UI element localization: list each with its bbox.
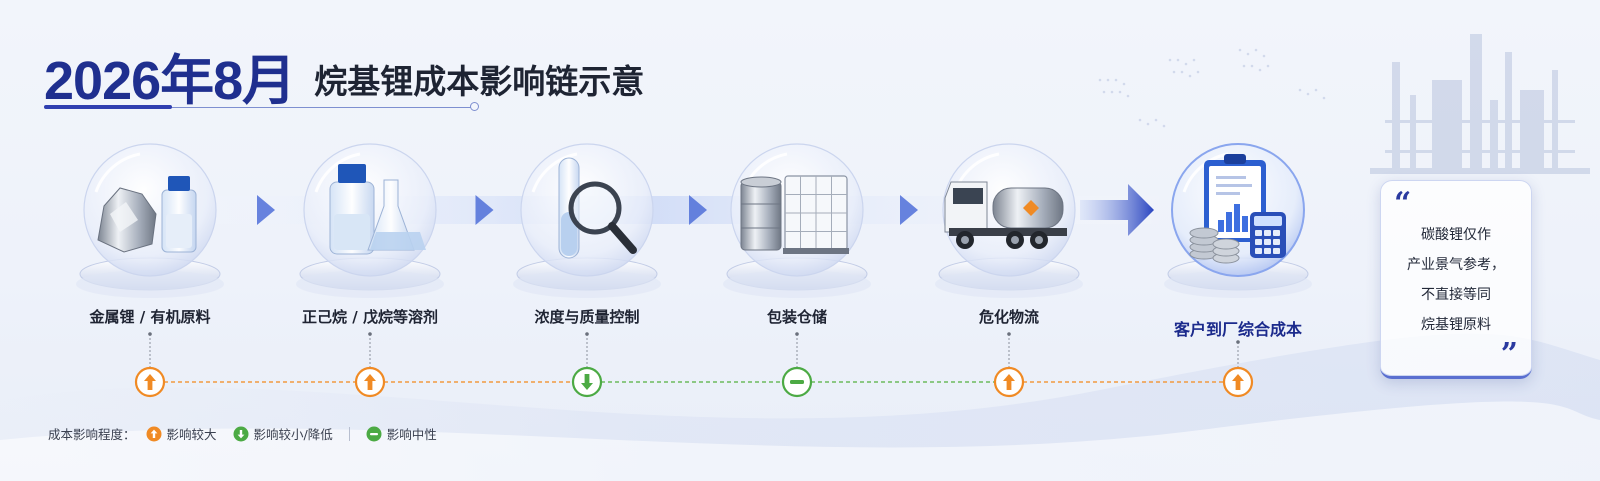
solvent-bottle-and-flask-icon <box>329 164 426 255</box>
pedestal-shadow <box>296 270 444 298</box>
impact-up-icon <box>1222 366 1254 398</box>
flow-arrow-final-icon <box>1080 184 1154 236</box>
refinery-silhouette-icon <box>1370 34 1590 174</box>
pedestal-shadow <box>76 270 224 298</box>
legend-divider <box>348 426 350 441</box>
flow-arrow-icon <box>689 195 707 225</box>
pedestal-shadow <box>513 270 661 298</box>
orb-highlight <box>94 152 141 193</box>
title-year-month: 2026年8月 <box>44 51 296 111</box>
page-title: 2026年8月 烷基锂成本影响链示意 <box>44 36 644 115</box>
stage-label-solvent: 正己烷 / 戊烷等溶剂 <box>302 308 438 326</box>
connector-dot <box>1236 340 1240 344</box>
pedestal-shadow <box>1164 270 1312 298</box>
legend-title: 成本影响程度： <box>48 427 136 442</box>
hazmat-tanker-truck-icon <box>944 181 1067 249</box>
connector-dot <box>585 332 589 336</box>
impact-neutral-icon <box>781 366 813 398</box>
note-line: 产业景气参考， <box>1407 257 1505 273</box>
world-map-dots <box>1098 48 1326 128</box>
quote-close-icon: ” <box>1500 337 1518 372</box>
stage-label-logistics: 危化物流 <box>978 308 1040 326</box>
legend-label-down: 影响较小/降低 <box>253 427 333 442</box>
legend: 成本影响程度： 影响较大 影响较小/降低 影响中性 <box>48 424 453 443</box>
note-line: 烷基锂原料 <box>1421 317 1491 333</box>
legend-item-neutral: 影响中性 <box>366 424 437 443</box>
note-line: 不直接等同 <box>1421 287 1491 303</box>
note-card: “ 碳酸锂仅作 产业景气参考， 不直接等同 烷基锂原料 ” <box>1380 180 1532 379</box>
impact-up-icon <box>134 366 166 398</box>
lithium-metal-and-reagent-bottle-icon <box>97 176 197 253</box>
title-main: 烷基锂成本影响链示意 <box>314 62 645 101</box>
stage-label-lithium-raw: 金属锂 / 有机原料 <box>89 308 211 326</box>
orb-highlight <box>314 152 361 193</box>
orb-highlight <box>1182 152 1229 193</box>
flow-arrow-icon <box>900 195 918 225</box>
minus-circle-icon <box>366 426 382 441</box>
drums-and-ibc-tote-icon <box>740 175 849 254</box>
title-underline <box>44 102 479 111</box>
stage-label-quality: 浓度与质量控制 <box>534 308 640 326</box>
pedestal-shadow <box>935 270 1083 298</box>
flow-arrow-icon <box>475 195 494 225</box>
legend-item-up: 影响较大 <box>146 424 217 443</box>
orb-highlight <box>531 152 578 193</box>
legend-label-up: 影响较大 <box>166 427 217 442</box>
connector-dot <box>795 332 799 336</box>
impact-up-icon <box>354 366 386 398</box>
arrow-up-circle-icon <box>146 426 162 441</box>
legend-item-down: 影响较小/降低 <box>233 424 333 443</box>
connector-dot <box>368 332 372 336</box>
impact-up-icon <box>993 366 1025 398</box>
legend-label-neutral: 影响中性 <box>386 427 437 442</box>
clipboard-chart-coins-calculator-icon <box>1189 154 1286 264</box>
test-tube-magnifier-icon <box>558 157 637 259</box>
pedestal-shadow <box>723 270 871 298</box>
connector-dot <box>148 332 152 336</box>
quote-open-icon: “ <box>1394 186 1412 221</box>
flow-arrow-icon <box>257 195 275 225</box>
stage-label-total-cost: 客户到厂综合成本 <box>1173 320 1303 339</box>
note-line: 碳酸锂仅作 <box>1421 227 1491 243</box>
connector-dot <box>1007 332 1011 336</box>
stage-label-packaging: 包装仓储 <box>766 308 828 326</box>
impact-down-icon <box>571 366 603 398</box>
arrow-down-circle-icon <box>233 426 249 441</box>
